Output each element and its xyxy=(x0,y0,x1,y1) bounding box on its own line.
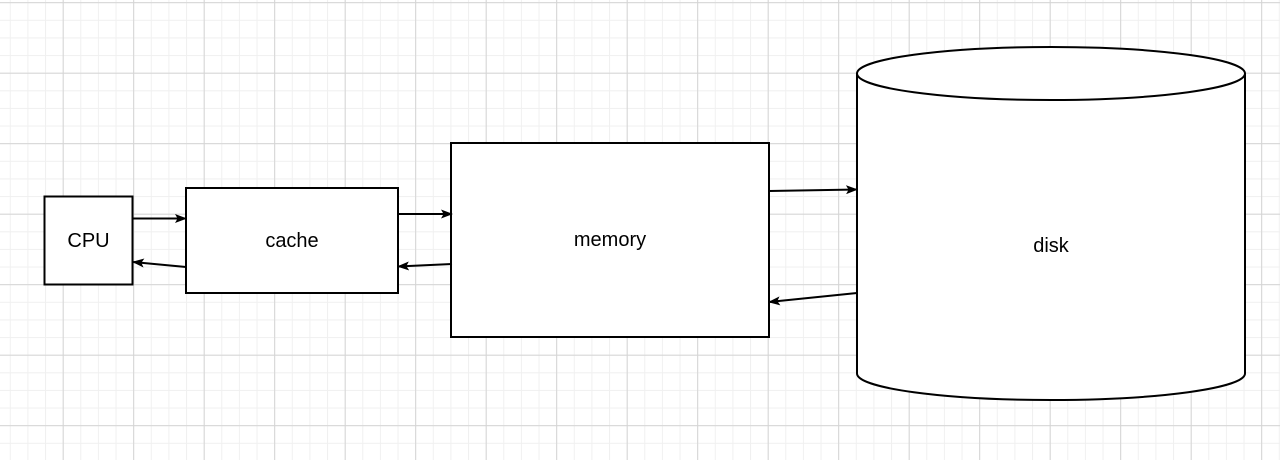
memory-box xyxy=(450,142,770,338)
memory-node: memory xyxy=(450,142,770,338)
cpu-box xyxy=(43,195,134,286)
disk-node: disk xyxy=(856,46,1246,401)
edge-cache-to-cpu xyxy=(132,258,187,268)
cache-box xyxy=(185,187,399,294)
edge-disk-to-memory xyxy=(768,292,858,306)
edge-memory-to-cache xyxy=(397,261,453,271)
edge-memory-to-disk xyxy=(768,185,858,195)
cpu-label: CPU xyxy=(67,230,109,252)
disk-cylinder-rim xyxy=(856,73,1246,101)
disk-cylinder-shape xyxy=(856,46,1246,401)
cpu-node: CPU xyxy=(43,195,134,286)
cache-node: cache xyxy=(185,187,399,294)
cache-label: cache xyxy=(265,230,318,252)
memory-label: memory xyxy=(574,229,646,251)
disk-label: disk xyxy=(1033,235,1070,257)
